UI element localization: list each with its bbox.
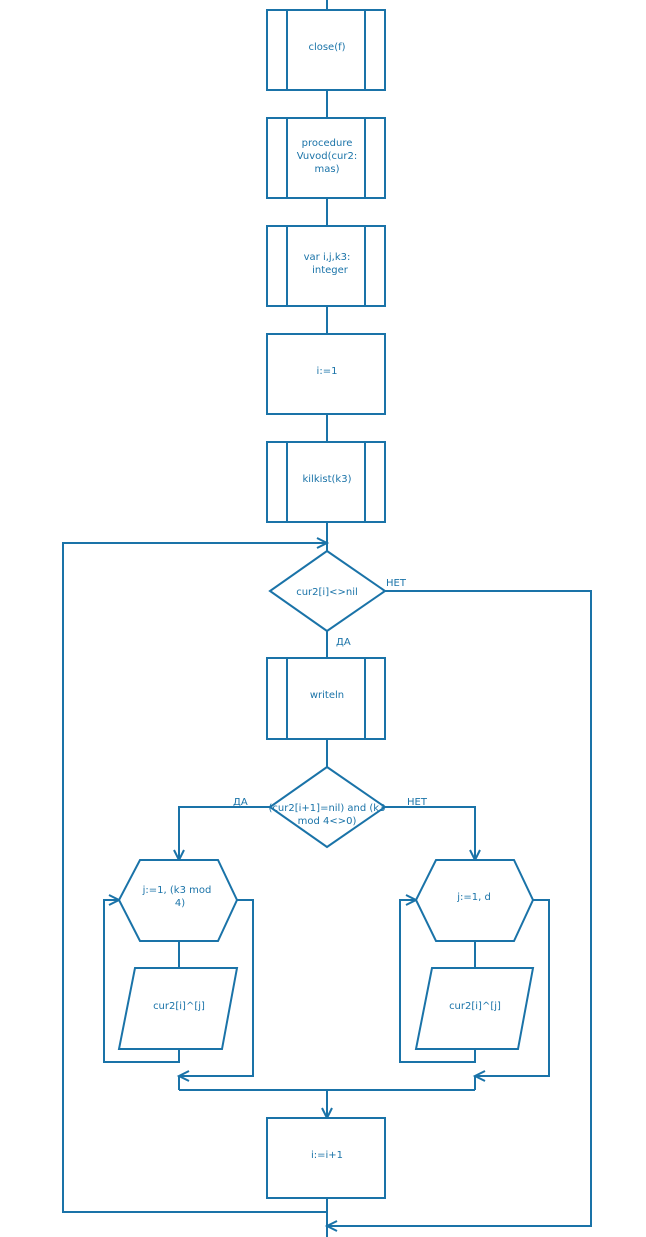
connectors <box>62 0 592 1237</box>
loop-right-text: j:=1, d <box>456 892 491 903</box>
node-procedure-line1: procedure <box>302 138 353 149</box>
output-left-text: cur2[i]^[j] <box>153 1001 205 1012</box>
cond1-yes-label: ДА <box>336 637 351 648</box>
node-kilkist-text: kilkist(k3) <box>302 474 351 485</box>
node-close: close(f) <box>266 9 386 91</box>
node-i-assign-text: i:=1 <box>317 366 338 377</box>
node-procedure: procedure Vuvod(cur2: mas) <box>266 117 386 199</box>
cond2-yes-label: ДА <box>233 797 248 808</box>
decision-cond2: (cur2[i+1]=nil) and (k3 mod 4<>0) <box>268 765 387 849</box>
cond1-no-label: НЕТ <box>386 578 407 589</box>
node-writeln: writeln <box>266 657 386 740</box>
node-i-increment-text: i:=i+1 <box>311 1150 343 1161</box>
output-right: cur2[i]^[j] <box>414 967 535 1050</box>
node-i-increment: i:=i+1 <box>266 1117 386 1199</box>
node-procedure-line2: Vuvod(cur2: <box>297 151 357 162</box>
loop-right: j:=1, d <box>414 859 535 942</box>
loop-left-line2: 4) <box>175 898 185 909</box>
decision-cond2-line1: (cur2[i+1]=nil) and (k3 <box>269 803 386 814</box>
loop-left-line1: j:=1, (k3 mod <box>142 885 212 896</box>
node-close-text: close(f) <box>308 42 345 53</box>
node-var-line1: var i,j,k3: <box>304 252 351 263</box>
output-right-text: cur2[i]^[j] <box>449 1001 501 1012</box>
cond2-no-label: НЕТ <box>407 797 428 808</box>
node-kilkist: kilkist(k3) <box>266 441 386 523</box>
loop-left: j:=1, (k3 mod 4) <box>117 859 239 942</box>
node-var-line2: integer <box>312 265 349 276</box>
node-var: var i,j,k3: integer <box>266 225 386 307</box>
output-left: cur2[i]^[j] <box>117 967 239 1050</box>
decision-cond2-line2: mod 4<>0) <box>298 816 357 827</box>
node-i-assign: i:=1 <box>266 333 386 415</box>
node-procedure-line3: mas) <box>315 164 340 175</box>
node-writeln-text: writeln <box>310 690 344 701</box>
decision-cond1-text: cur2[i]<>nil <box>296 587 358 598</box>
decision-cond1: cur2[i]<>nil <box>268 549 387 633</box>
